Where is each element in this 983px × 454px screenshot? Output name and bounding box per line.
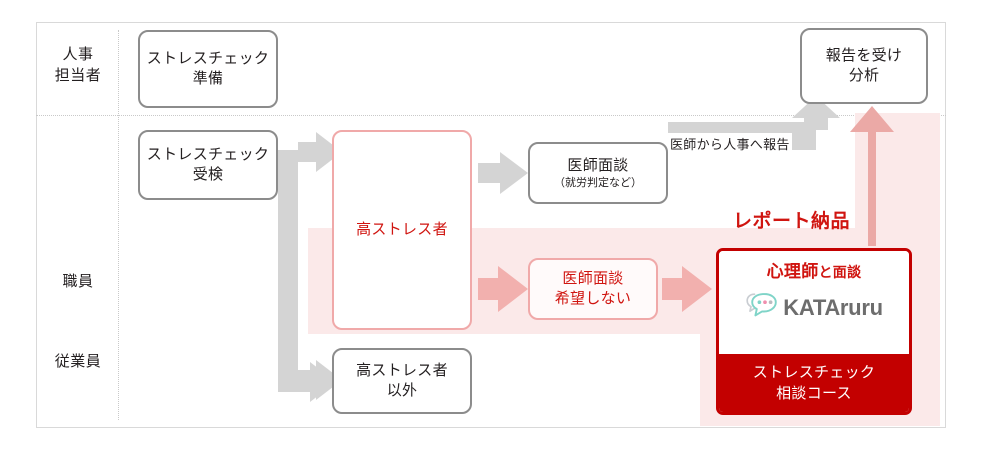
node-no-wish-line1: 医師面談: [562, 270, 624, 287]
lane-label-employee: 職員 従業員: [40, 222, 116, 422]
node-take-line1: ストレスチェック: [146, 146, 270, 163]
node-doctor-interview-line2: （就労判定など）: [554, 176, 642, 189]
node-receive-report-line1: 報告を受け: [825, 47, 903, 64]
node-take-stress-check[interactable]: ストレスチェック 受検: [138, 130, 278, 200]
kataruru-wordmark: KATAruru: [783, 294, 883, 320]
node-prepare-stress-check[interactable]: ストレスチェック 準備: [138, 30, 278, 108]
node-prepare-line2: 準備: [192, 70, 224, 87]
lane-divider-vertical: [118, 30, 119, 420]
card-kataruru-course-line2: 相談コース: [776, 385, 852, 402]
node-high-stress[interactable]: 高ストレス者: [332, 130, 472, 330]
node-receive-report-line2: 分析: [848, 67, 880, 84]
speech-bubbles-icon: [745, 291, 779, 324]
node-no-interview-wish[interactable]: 医師面談 希望しない: [528, 258, 658, 320]
node-non-high-stress[interactable]: 高ストレス者 以外: [332, 348, 472, 414]
node-non-high-stress-line2: 以外: [386, 382, 418, 399]
node-receive-and-analyze-report[interactable]: 報告を受け 分析: [800, 28, 928, 104]
node-prepare-line1: ストレスチェック: [146, 50, 270, 67]
card-kataruru-course-line1: ストレスチェック: [752, 364, 876, 381]
label-doctor-to-hr-report: 医師から人事へ報告: [668, 133, 792, 154]
lane-divider-horizontal: [36, 115, 946, 116]
label-report-delivery: レポート納品: [733, 211, 851, 232]
card-kataruru-title-strong: 心理師: [766, 262, 819, 281]
card-kataruru-body: 心理師と面談 KATAruru: [719, 251, 909, 354]
lane-label-employee-line2: 従業員: [54, 353, 102, 370]
highlight-riser: [855, 113, 940, 243]
node-take-line2: 受検: [192, 166, 224, 183]
lane-label-hr: 人事 担当者: [54, 46, 102, 84]
kataruru-logo: KATAruru: [745, 291, 883, 324]
card-kataruru-title-rest: と面談: [818, 264, 862, 280]
card-kataruru-service[interactable]: 心理師と面談 KATAruru ストレスチェック 相談コース: [716, 248, 912, 415]
card-kataruru-course-banner: ストレスチェック 相談コース: [719, 354, 909, 412]
card-kataruru-title: 心理師と面談: [767, 261, 862, 283]
node-doctor-interview-line1: 医師面談: [567, 156, 629, 174]
node-non-high-stress-line1: 高ストレス者: [356, 362, 448, 379]
node-doctor-interview[interactable]: 医師面談 （就労判定など）: [528, 142, 668, 204]
node-no-wish-line2: 希望しない: [554, 290, 632, 307]
node-high-stress-label: 高ストレス者: [356, 221, 448, 238]
lane-label-employee-line1: 職員: [62, 273, 94, 290]
